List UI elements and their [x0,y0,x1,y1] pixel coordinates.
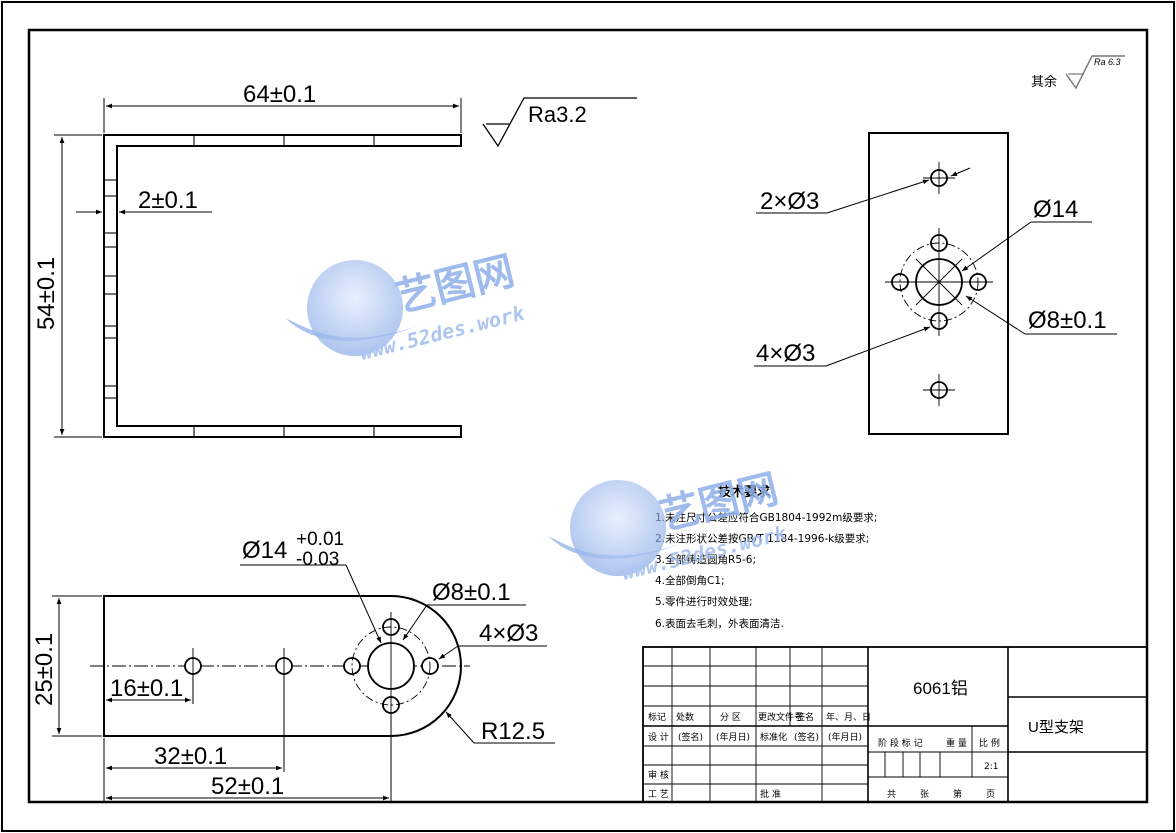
part-name: U型支架 [1028,719,1084,736]
surface-note-value: Ra 6.3 [1094,57,1121,67]
sheet-label: 第 [953,788,962,800]
tech-req-item: 5.零件进行时效处理; [655,595,753,608]
rev-header: 处数 [676,711,694,723]
roughness-value: Ra3.2 [528,102,587,127]
watermark-logo-2: 艺图网 www.52des.work [548,466,790,585]
offset3-dim: 52±0.1 [211,773,284,800]
sheet-label: 页 [986,789,995,800]
plate-outline [868,132,1009,435]
height-dimension: 54±0.1 [33,257,60,330]
offset1-dim: 16±0.1 [110,675,183,702]
sheet-label: 共 [887,789,896,800]
watermark-logo: 艺图网 www.52des.work [285,248,528,365]
approve-label: 批 准 [760,788,781,800]
tech-req-item: 4.全部倒角C1; [655,574,725,587]
u-channel-outline [103,134,462,438]
small-holes-dimension: 2×Ø3 [760,188,819,215]
rev-header: 年、月、日 [826,711,871,723]
bottom-height-dim: 25±0.1 [31,633,58,706]
bottom-view: Ø14 +0.01 -0.03 Ø8±0.1 4×Ø3 R12.5 25±0.1… [31,529,555,802]
design-cell: 设 计 [648,731,669,743]
offset2-dim: 32±0.1 [154,743,227,770]
design-cell: (签名) [794,731,819,743]
roughness-symbol: Ra3.2 [482,97,637,148]
tech-req-item: 3.全部铸造圆角R5-6; [655,553,756,566]
thickness-dimension: 2±0.1 [138,187,198,214]
bottom-plate-outline [103,595,462,737]
radius-dim: R12.5 [481,718,545,745]
stage-header: 阶 段 标 记 [878,737,923,749]
design-cell: (年月日) [828,731,862,743]
drawing-frame [27,28,1149,804]
bottom-center-tol-upper: +0.01 [296,529,344,550]
surface-roughness-note: 其余 Ra 6.3 [1031,55,1125,90]
stage-header: 比 例 [979,737,1000,749]
front-view: 64±0.1 54±0.1 2±0.1 Ra3.2 [33,81,637,438]
rev-header: 签名 [796,711,814,723]
title-block [642,646,1148,803]
width-dimension: 64±0.1 [243,81,316,108]
bottom-pcd-dim: Ø8±0.1 [432,579,511,606]
rev-header: 标记 [648,711,666,723]
bottom-four-holes-dim: 4×Ø3 [479,620,538,647]
title-block-text: 6061铝 U型支架 标记 处数 分 区 更改文件号 签名 年、月、日 设 计 … [648,679,1084,800]
process-label: 工 艺 [648,789,669,800]
design-cell: (年月日) [716,731,750,743]
center-bore-dimension: Ø14 [1033,196,1078,223]
side-view: 2×Ø3 Ø14 Ø8±0.1 4×Ø3 [754,132,1117,435]
sheet-label: 张 [920,789,929,800]
rev-header: 更改文件号 [758,711,803,723]
four-holes-dimension: 4×Ø3 [756,340,815,367]
rev-header: 分 区 [720,712,741,723]
surface-note-prefix: 其余 [1031,74,1057,89]
check-label: 审 核 [648,769,669,781]
tech-req-item: 6.表面去毛刺，外表面清洁. [655,617,784,630]
design-cell: 标准化 [760,731,787,743]
design-cell: (签名) [678,731,703,743]
tech-req-title: 技术要求 [718,484,771,499]
bottom-pcd-left [343,657,361,675]
bottom-center-tol-lower: -0.03 [296,549,339,570]
scale-value: 2:1 [984,762,998,772]
tech-req-item: 1.未注尺寸公差应符合GB1804-1992m级要求; [655,511,877,524]
technical-requirements: 技术要求 1.未注尺寸公差应符合GB1804-1992m级要求; 2.未注形状公… [655,484,877,630]
tech-req-item: 2.未注形状公差按GB/T 1184-1996-k级要求; [655,532,869,545]
stage-header: 重 量 [946,737,967,749]
pcd-dimension: Ø8±0.1 [1028,307,1107,334]
bottom-center-dim: Ø14 [242,537,287,564]
material: 6061铝 [913,679,968,698]
